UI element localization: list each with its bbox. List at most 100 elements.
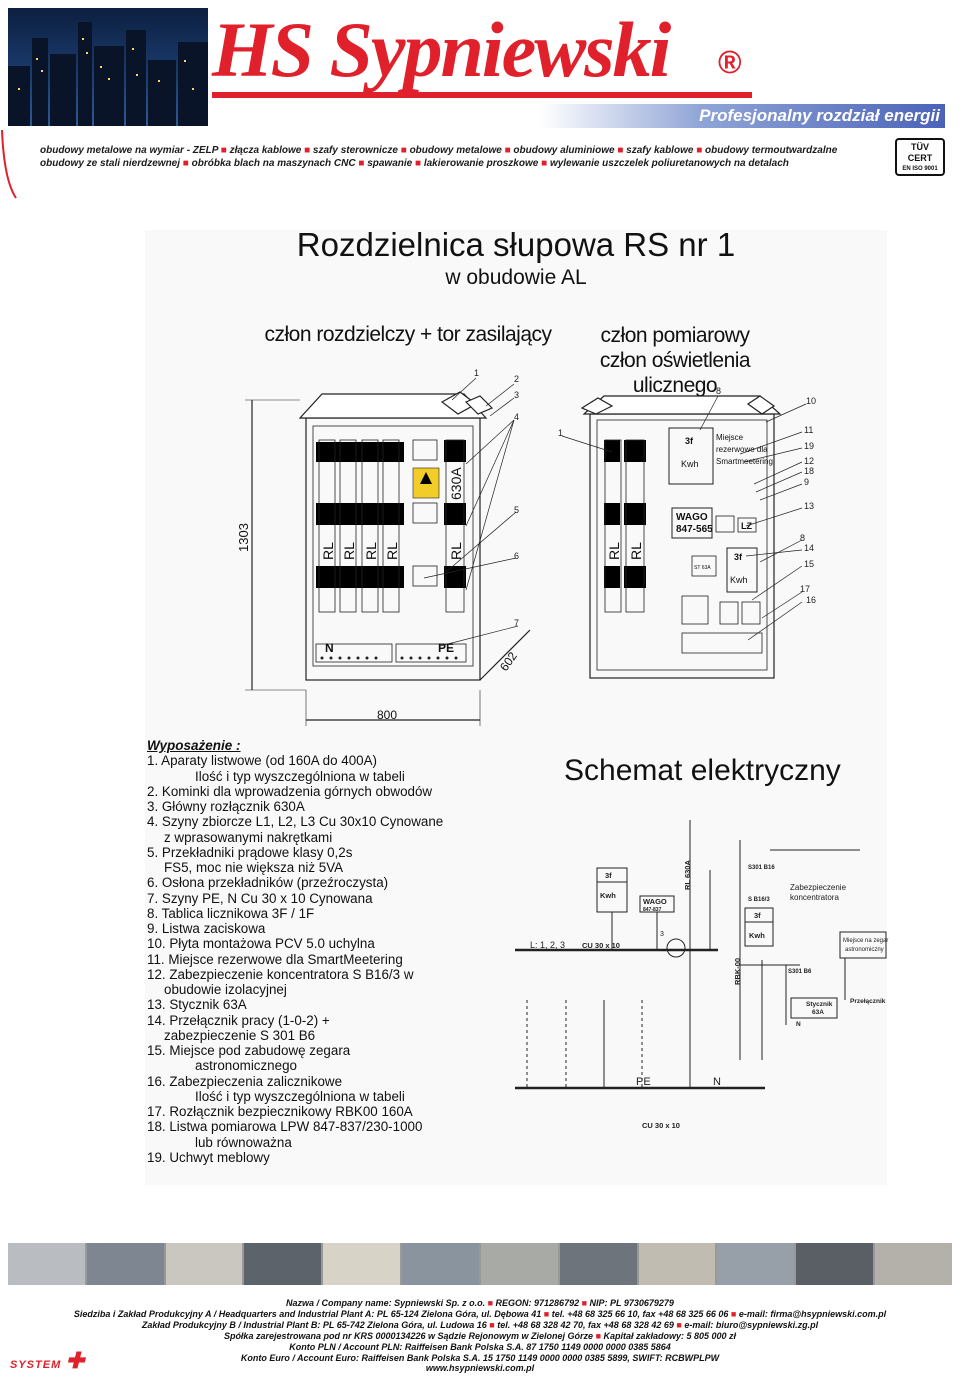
sch-cu-top: CU 30 x 10: [582, 941, 620, 950]
footer-website[interactable]: www.hsypniewski.com.pl: [425, 1363, 535, 1374]
separator-square-icon: ■: [693, 145, 706, 156]
sch-zegar-2: astronomiczny: [845, 947, 884, 953]
equipment-item: z wprasowanymi nakrętkami: [164, 829, 333, 845]
callout-r-9: 9: [804, 477, 809, 487]
sch-wago: WAGO: [643, 897, 667, 906]
sch-cu-bottom: CU 30 x 10: [642, 1121, 680, 1130]
equipment-item: 17. Rozłącznik bezpiecznikowy RBK00 160A: [147, 1104, 413, 1119]
sch-rbk: RBK-00: [733, 958, 742, 985]
schematic-title: Schemat elektryczny: [564, 754, 841, 787]
rl-label-7: RL: [628, 542, 644, 560]
callout-r-8: 8: [716, 386, 721, 396]
section-label-metering: człon pomiarowy człon oświetlenia uliczn…: [560, 323, 790, 398]
callout-6: 6: [514, 551, 519, 561]
service-item: szafy sterownicze: [312, 145, 398, 156]
separator-square-icon: ■: [301, 145, 313, 156]
section-label-metering-2: człon oświetlenia ulicznego: [599, 349, 751, 397]
footer-line-6: Konto Euro / Account Euro: Raiffeisen Ba…: [240, 1352, 720, 1363]
equipment-item: FS5, moc nie większa niż 5VA: [164, 860, 344, 875]
service-item: spawanie: [367, 158, 413, 169]
wago-label: WAGO: [676, 512, 708, 523]
separator-square-icon: ■: [538, 158, 550, 169]
sch-kwh-2: Kwh: [749, 931, 765, 940]
sch-n2: N: [796, 1021, 801, 1028]
callout-r-18: 18: [804, 466, 814, 476]
callout-2: 2: [514, 374, 519, 384]
company-footer: Nazwa / Company name: Sypniewski Sp. z o…: [0, 1298, 960, 1374]
equipment-item: 13. Stycznik 63A: [147, 997, 247, 1013]
callout-3: 3: [514, 390, 519, 400]
separator-square-icon: ■: [180, 158, 192, 169]
equipment-item: 4. Szyny zbiorcze L1, L2, L3 Cu 30x10 Cy…: [147, 814, 444, 830]
sch-stycznik: Stycznik: [806, 1001, 833, 1008]
rl-label-1: RL: [320, 542, 336, 560]
service-item: obudowy termoutwardzalne: [705, 145, 838, 156]
callout-4: 4: [514, 412, 519, 422]
footer-line-1: Nazwa / Company name: Sypniewski Sp. z o…: [286, 1298, 674, 1308]
separator-square-icon: ■: [218, 145, 230, 156]
system-logo-text: SYSTEM: [10, 1359, 62, 1371]
system-logo-mark-icon: ✚: [65, 1348, 85, 1373]
service-item: szafy kablowe: [626, 145, 694, 156]
system-logo: SYSTEM ✚: [10, 1348, 140, 1373]
callout-r-15: 15: [804, 559, 814, 569]
sch-bus: L: 1, 2, 3: [530, 940, 565, 950]
sch-num-3: 3: [660, 931, 664, 938]
callout-1: 1: [474, 368, 479, 378]
callout-r-16: 16: [806, 595, 816, 605]
service-item: obudowy metalowe na wymiar - ZELP: [40, 145, 218, 156]
tuv-cert-badge: TÜV CERT EN ISO 9001: [895, 138, 945, 176]
dim-height: 1303: [236, 523, 251, 552]
section-label-distribution: człon rozdzielczy + tor zasilający: [264, 323, 552, 346]
smart-note-3: Smartmeetering: [716, 457, 773, 466]
callout-r-11: 11: [804, 425, 813, 435]
brand-underline: [212, 92, 752, 98]
document-title: Rozdzielnica słupowa RS nr 1: [296, 226, 736, 263]
equipment-item: 14. Przełącznik pracy (1-0-2) +: [147, 1012, 330, 1028]
separator-square-icon: ■: [501, 145, 514, 156]
callout-r-19: 19: [804, 441, 814, 451]
separator-square-icon: ■: [614, 145, 627, 156]
sch-przel: Przełącznik: [850, 998, 886, 1005]
equipment-item: 9. Listwa zaciskowa: [147, 921, 266, 936]
product-photo-strip: [8, 1243, 952, 1285]
city-skyline-photo: [8, 8, 208, 126]
footer-line-3: Zakład Produkcyjny B / Industrial Plant …: [141, 1319, 819, 1330]
services-line-1: obudowy metalowe na wymiar - ZELP ■ złąc…: [40, 145, 837, 156]
sch-kwh: Kwh: [600, 891, 616, 900]
callout-r-14: 14: [804, 543, 814, 553]
meter-3f: 3f: [685, 436, 694, 446]
separator-square-icon: ■: [412, 158, 424, 169]
equipment-item: obudowie izolacyjnej: [164, 982, 287, 997]
equipment-item: 3. Główny rozłącznik 630A: [147, 799, 305, 814]
meter-kwh: Kwh: [681, 459, 699, 469]
sch-wago-no: 847-837: [643, 907, 662, 913]
lz-label: LZ: [741, 521, 752, 531]
left-cabinet-roof: [298, 393, 488, 419]
dim-width: 800: [377, 708, 397, 722]
services-line-2: obudowy ze stali nierdzewnej ■ obróbka b…: [40, 158, 789, 169]
equipment-item: 2. Kominki dla wprowadzenia górnych obwo…: [147, 783, 433, 799]
tagline-band: [540, 104, 945, 128]
sch-rl630: RL 630A: [683, 860, 692, 890]
st-label: ST 63A: [694, 565, 711, 571]
service-item: obudowy ze stali nierdzewnej: [40, 158, 181, 169]
electrical-schematic: L: 1, 2, 3 CU 30 x 10 CU 30 x 10 PE N 3f…: [515, 820, 888, 1130]
meter2-kwh: Kwh: [730, 575, 748, 585]
equipment-list: Wyposażenie : 1. Aparaty listwowe (od 16…: [147, 738, 477, 1165]
document-subtitle: w obudowie AL: [445, 266, 587, 289]
sch-63a: 63A: [812, 1009, 824, 1016]
service-item: lakierowanie proszkowe: [423, 158, 539, 169]
service-item: obudowy aluminiowe: [513, 145, 615, 156]
brand-logo: HS Sypniewski: [212, 6, 671, 93]
equipment-heading: Wyposażenie :: [147, 738, 241, 753]
sch-3f-2: 3f: [754, 911, 761, 920]
footer-line-4: Spółka zarejestrowana pod nr KRS 0000134…: [223, 1330, 737, 1341]
rl-label-5: RL: [448, 542, 464, 560]
main-switch-label: 630A: [448, 467, 464, 500]
sch-sb16: S B16/3: [748, 897, 770, 903]
registered-mark: ®: [718, 44, 742, 80]
n-bar-label: N: [325, 641, 334, 655]
sch-zab: Zabezpieczenie: [790, 883, 847, 892]
equipment-item: Ilość i typ wyszczególniona w tabeli: [195, 768, 405, 784]
